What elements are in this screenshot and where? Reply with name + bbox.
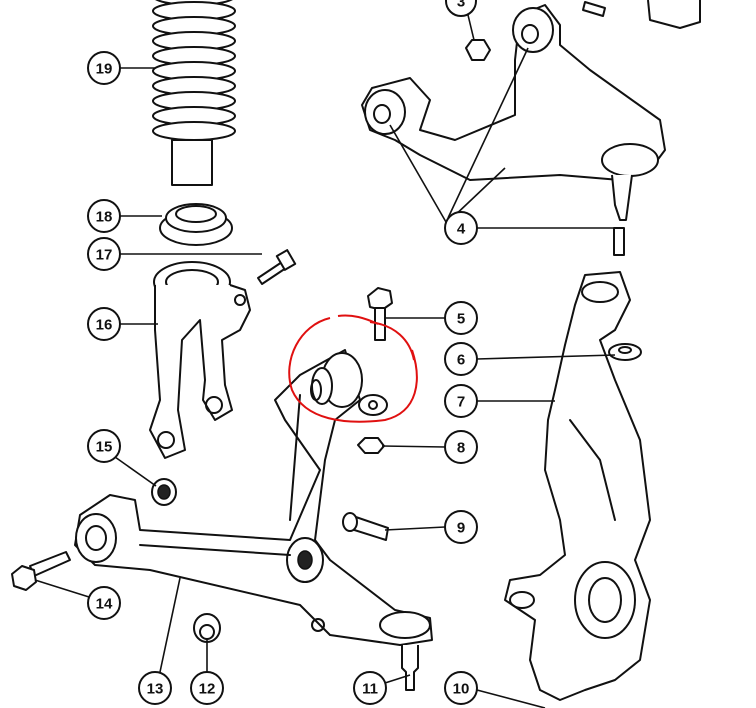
callout-19: 19	[87, 51, 121, 85]
steering-knuckle	[504, 271, 651, 701]
upper-control-arm	[361, 4, 666, 256]
nut-12	[193, 613, 221, 643]
shock-clevis	[149, 261, 251, 459]
callout-3: 3	[445, 0, 477, 17]
callout-6: 6	[444, 342, 478, 376]
svg-text:18: 18	[96, 209, 113, 226]
svg-text:12: 12	[199, 681, 216, 698]
bolt-9	[342, 512, 389, 541]
svg-text:3: 3	[457, 0, 465, 11]
bolt-5	[367, 287, 393, 341]
callout-5: 5	[444, 301, 478, 335]
svg-text:6: 6	[457, 352, 465, 369]
svg-text:8: 8	[457, 440, 465, 457]
svg-text:13: 13	[147, 681, 164, 698]
callout-16: 16	[87, 307, 121, 341]
nut-8	[357, 437, 385, 454]
callout-8: 8	[444, 430, 478, 464]
svg-text:19: 19	[96, 61, 113, 78]
callout-10: 10	[444, 671, 478, 705]
svg-text:10: 10	[453, 681, 470, 698]
callout-12: 12	[190, 671, 224, 705]
bolt-14	[11, 551, 71, 591]
callout-7: 7	[444, 384, 478, 418]
callout-14: 14	[87, 586, 121, 620]
lower-control-arm	[74, 349, 433, 646]
svg-text:17: 17	[96, 247, 113, 264]
callout-4: 4	[444, 211, 478, 245]
lower-arm-rear-bushing	[310, 352, 388, 416]
callout-9: 9	[444, 510, 478, 544]
callout-18: 18	[87, 199, 121, 233]
coil-spring	[152, 0, 236, 186]
spring-seat	[159, 203, 233, 246]
callout-11: 11	[353, 671, 387, 705]
callout-13: 13	[138, 671, 172, 705]
leader-lines	[34, 14, 616, 708]
svg-text:4: 4	[457, 221, 466, 238]
svg-text:14: 14	[96, 596, 113, 613]
callout-17: 17	[87, 237, 121, 271]
svg-text:16: 16	[96, 317, 113, 334]
svg-text:11: 11	[362, 681, 378, 698]
bushing-15	[151, 478, 177, 506]
nut-3	[465, 39, 491, 61]
svg-text:5: 5	[457, 311, 465, 328]
bolt-top	[582, 0, 701, 29]
svg-text:15: 15	[96, 439, 113, 456]
svg-text:9: 9	[457, 520, 465, 537]
svg-text:7: 7	[457, 394, 465, 411]
ball-joint-stud	[401, 645, 419, 691]
bolt-17	[257, 249, 297, 285]
spring-coil	[152, 121, 236, 141]
highlight-annotation	[288, 314, 418, 423]
bolt-6	[608, 343, 642, 361]
callout-15: 15	[87, 429, 121, 463]
